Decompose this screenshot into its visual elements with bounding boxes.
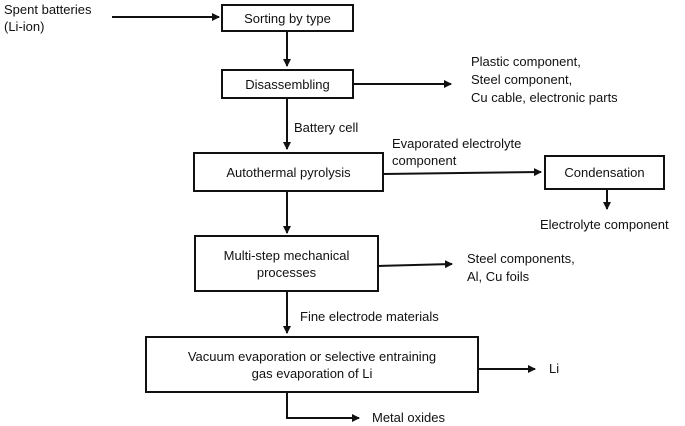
vacuum-label-line1: Vacuum evaporation or selective entraini… bbox=[187, 348, 437, 364]
disassembling-output-line2: Steel component, bbox=[471, 72, 573, 87]
disassembling-output-line3: Cu cable, electronic parts bbox=[471, 90, 618, 105]
arrow-pyrolysis-to-condensation bbox=[382, 168, 542, 177]
sorting-box: Sorting by type bbox=[221, 4, 354, 32]
disassembling-label: Disassembling bbox=[245, 76, 330, 92]
li-output: Li bbox=[549, 361, 560, 376]
mechanical-output-line1: Steel components, bbox=[467, 251, 575, 266]
input-label-line1: Spent batteries bbox=[4, 2, 92, 17]
vacuum-box: Vacuum evaporation or selective entraini… bbox=[145, 336, 479, 393]
arrow-mechanical-to-foils bbox=[377, 260, 453, 269]
pyrolysis-label: Autothermal pyrolysis bbox=[226, 164, 351, 180]
metal-oxides-output: Metal oxides bbox=[372, 410, 445, 425]
evaporated-label-line1: Evaporated electrolyte bbox=[392, 136, 522, 151]
disassembling-box: Disassembling bbox=[221, 69, 354, 99]
mechanical-label-line2: processes bbox=[256, 264, 317, 280]
pyrolysis-box: Autothermal pyrolysis bbox=[193, 152, 384, 192]
mechanical-label-line1: Multi-step mechanical bbox=[223, 247, 350, 263]
mechanical-output-line2: Al, Cu foils bbox=[467, 269, 530, 284]
electrolyte-output: Electrolyte component bbox=[540, 217, 669, 232]
condensation-label: Condensation bbox=[564, 165, 645, 180]
evaporated-label-line2: component bbox=[392, 153, 457, 168]
vacuum-label-line2: gas evaporation of Li bbox=[251, 365, 373, 381]
condensation-box: Condensation bbox=[544, 155, 665, 190]
arrow-vacuum-to-metal-oxides bbox=[286, 392, 360, 422]
input-label-line2: (Li-ion) bbox=[4, 19, 45, 34]
battery-cell-label: Battery cell bbox=[294, 120, 359, 135]
disassembling-output-line1: Plastic component, bbox=[471, 54, 581, 69]
fine-electrode-label: Fine electrode materials bbox=[300, 309, 439, 324]
mechanical-box: Multi-step mechanical processes bbox=[194, 235, 379, 292]
sorting-label: Sorting by type bbox=[244, 10, 331, 26]
